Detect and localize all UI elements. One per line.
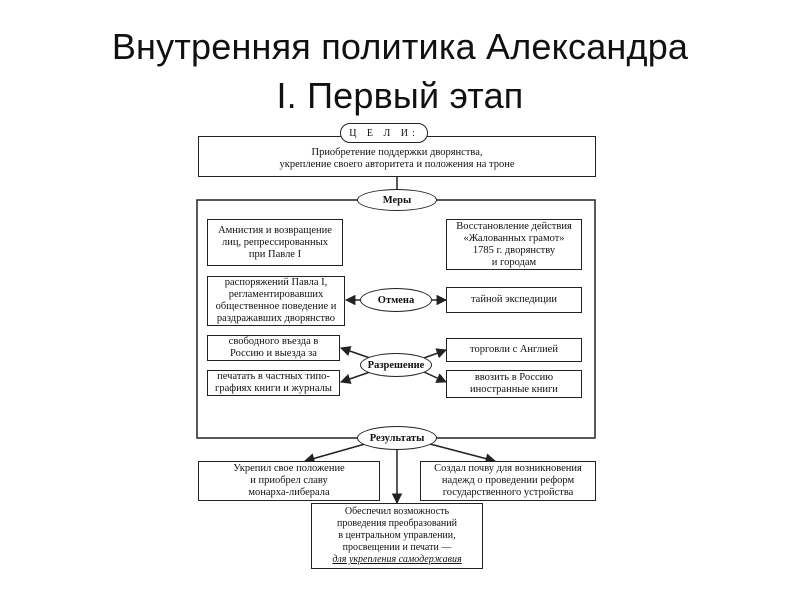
permit-arrow-right-top	[423, 348, 447, 359]
result-center-main-text: Обеспечил возможность проведения преобра…	[337, 506, 457, 553]
result-center-box: Обеспечил возможность проведения преобра…	[311, 503, 483, 569]
goals-label: Ц Е Л И:	[340, 123, 428, 143]
permit-right-bottom-box: ввозить в Россию иностранные книги	[446, 370, 582, 398]
permit-arrow-left-top	[340, 346, 371, 359]
results-arrow-right	[429, 443, 497, 464]
restore-charters-box: Восстановление действия «Жалованных грам…	[446, 219, 582, 270]
permit-left-bottom-box: печатать в частных типо- графиях книги и…	[207, 370, 340, 396]
result-right-box: Создал почву для возникновения надежд о …	[420, 461, 596, 501]
cancel-left-box: распоряжений Павла I, регламентировавших…	[207, 276, 345, 326]
permit-arrow-right-bottom	[423, 371, 447, 383]
slide-title-line-1: Внутренняя политика Александра	[111, 26, 689, 67]
permit-arrow-left-bottom	[340, 371, 371, 384]
cancel-oval: Отмена	[360, 288, 432, 312]
permit-right-top-box: торговли с Англией	[446, 338, 582, 362]
cancel-right-box: тайной экспедиции	[446, 287, 582, 313]
permit-left-top-box: свободного въезда в Россию и выезда за	[207, 335, 340, 361]
amnesty-box: Амнистия и возвращение лиц, репрессирова…	[207, 219, 343, 266]
permit-oval: Разрешение	[360, 353, 432, 377]
result-left-box: Укрепил свое положение и приобрел славу …	[198, 461, 380, 501]
goals-box: Приобретение поддержки дворянства, укреп…	[198, 136, 596, 177]
results-arrow-left	[303, 443, 366, 464]
measures-oval: Меры	[357, 189, 437, 211]
result-center-emphasis-text: для укрепления самодержавия	[332, 554, 462, 565]
slide-title-line-2: I. Первый этап	[276, 75, 524, 116]
results-oval: Результаты	[357, 426, 437, 450]
